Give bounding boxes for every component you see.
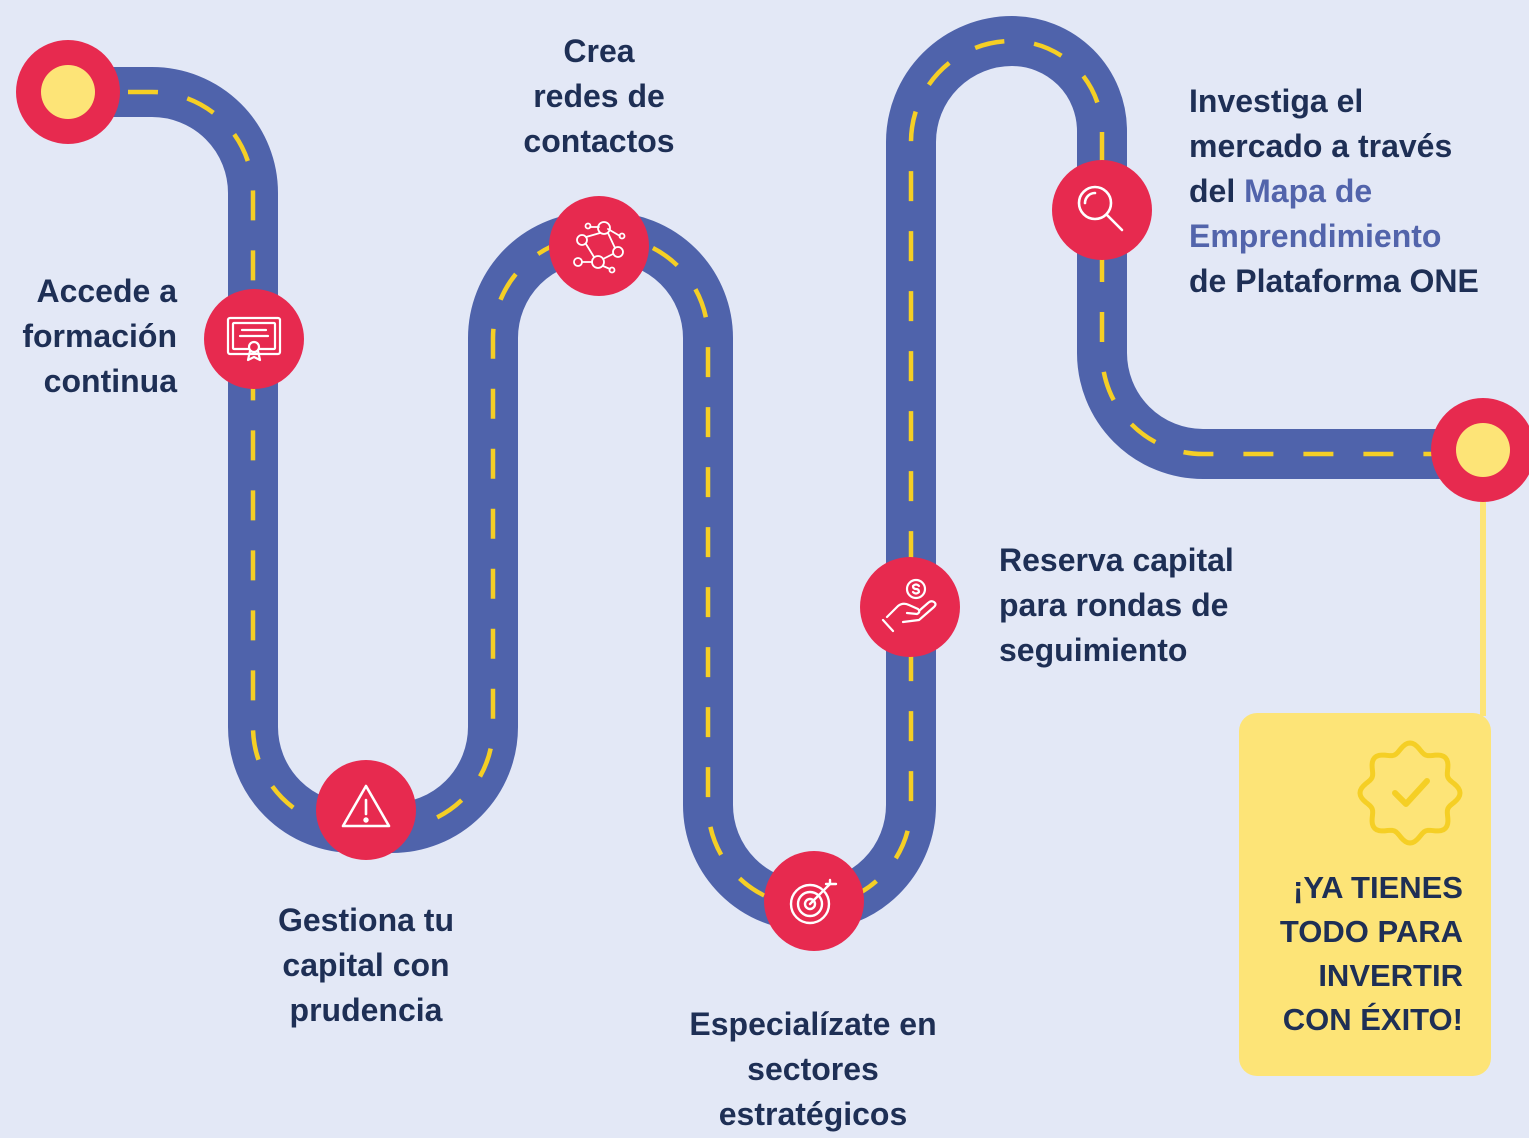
- step-formacion-line: Accede a: [36, 273, 177, 309]
- step-capital-label: Gestiona tu capital con prudencia: [236, 898, 496, 1033]
- step-sectores-line: sectores: [747, 1051, 879, 1087]
- step-capital-line: capital con: [282, 947, 450, 983]
- search-icon: [1077, 185, 1124, 232]
- step-formacion-line: continua: [43, 363, 177, 399]
- final-message-line: ¡YA TIENES: [1293, 870, 1463, 905]
- step-mercado-line: de Plataforma ONE: [1189, 263, 1479, 299]
- final-message-line: CON ÉXITO!: [1282, 1002, 1463, 1037]
- road-center-dashes: [68, 38, 1483, 909]
- step-mercado-line: Investiga el: [1189, 83, 1364, 119]
- step-mercado-line: del Mapa de: [1189, 169, 1524, 214]
- step-mercado-line: mercado a través: [1189, 128, 1453, 164]
- money-hand-icon: [881, 578, 937, 633]
- verified-badge-icon: [1357, 740, 1463, 846]
- step-sectores-line: estratégicos: [718, 1096, 908, 1132]
- step-redes-line: contactos: [523, 123, 675, 159]
- mapa-emprendimiento-highlight: Emprendimiento: [1189, 218, 1442, 254]
- network-icon: [573, 221, 626, 274]
- step-mercado-prefix: del: [1189, 173, 1236, 209]
- step-capital-line: Gestiona tu: [277, 902, 454, 938]
- step-redes-label: Crea redes de contactos: [479, 29, 719, 164]
- final-message-line: INVERTIR: [1318, 958, 1463, 993]
- step-reserva-line: Reserva capital: [999, 542, 1234, 578]
- step-formacion-label: Accede a formación continua: [0, 269, 177, 404]
- step-sectores-label: Especialízate en sectores estratégicos: [652, 1002, 974, 1137]
- start-marker: [16, 40, 120, 144]
- milestone-redes: [549, 196, 649, 296]
- step-redes-line: Crea: [563, 33, 635, 69]
- certificate-icon: [226, 316, 282, 362]
- step-reserva-label: Reserva capital para rondas de seguimien…: [999, 538, 1299, 673]
- end-marker: [1431, 398, 1529, 502]
- step-redes-line: redes de: [533, 78, 665, 114]
- milestone-sectores: [764, 851, 864, 951]
- warning-icon: [341, 784, 391, 828]
- milestone-mercado: [1052, 160, 1152, 260]
- step-capital-line: prudencia: [289, 992, 443, 1028]
- step-sectores-line: Especialízate en: [689, 1006, 937, 1042]
- milestone-formacion: [204, 289, 304, 389]
- milestone-capital: [316, 760, 416, 860]
- step-reserva-line: para rondas de: [999, 587, 1229, 623]
- step-formacion-line: formación: [22, 318, 177, 354]
- milestone-reserva: [860, 557, 960, 657]
- final-message-line: TODO PARA: [1279, 914, 1463, 949]
- final-message-box: ¡YA TIENES TODO PARA INVERTIR CON ÉXITO!: [1239, 713, 1491, 1076]
- step-reserva-line: seguimiento: [999, 632, 1188, 668]
- final-message: ¡YA TIENES TODO PARA INVERTIR CON ÉXITO!: [1280, 866, 1463, 1042]
- target-icon: [789, 878, 838, 925]
- mapa-emprendimiento-highlight: Mapa de: [1244, 173, 1373, 209]
- step-mercado-label: Investiga el mercado a través del Mapa d…: [1189, 79, 1524, 304]
